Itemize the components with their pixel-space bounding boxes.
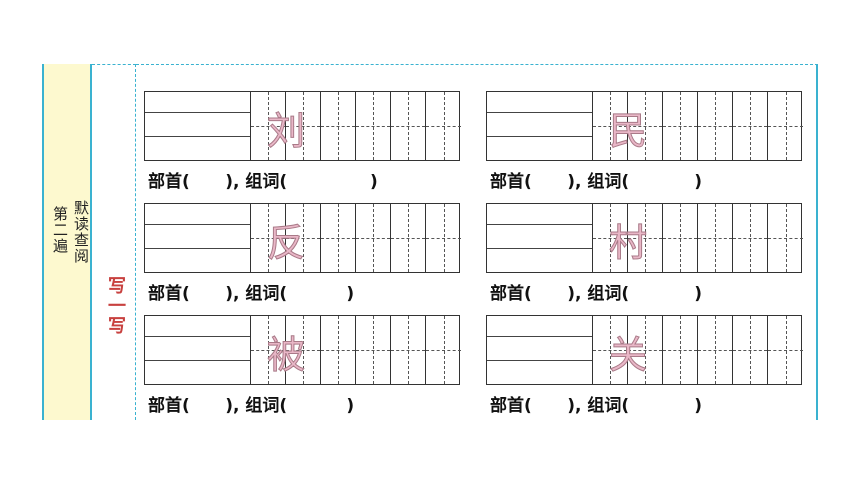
pinyin-lines[interactable] xyxy=(487,316,593,384)
caption: 部首( ), 组词( ) xyxy=(490,396,703,416)
side-label-round: 第二遍 xyxy=(51,206,69,254)
caption: 部首( ), 组词( ) xyxy=(148,396,355,416)
section-label: 写一写 xyxy=(105,276,126,336)
writing-grid[interactable]: 关 xyxy=(486,315,803,385)
caption: 部首( ), 组词( ) xyxy=(490,284,703,304)
writing-grid[interactable]: 反 xyxy=(144,203,461,273)
writing-grid[interactable]: 被 xyxy=(144,315,461,385)
section-column xyxy=(92,64,136,420)
model-character: 关 xyxy=(608,333,647,378)
caption: 部首( ), 组词( ) xyxy=(148,284,355,304)
writing-grid[interactable]: 刘 xyxy=(144,91,461,161)
caption: 部首( ), 组词( ) xyxy=(148,172,378,192)
writing-grid[interactable]: 村 xyxy=(486,203,803,273)
worksheet-frame: 默读查阅 第二遍 写一写 刘 部首( ), 组词( ) 民 xyxy=(42,64,818,420)
writing-area: 刘 部首( ), 组词( ) 民 部首( ), 组词( ) xyxy=(136,64,818,420)
pinyin-lines[interactable] xyxy=(145,204,251,272)
pinyin-lines[interactable] xyxy=(145,92,251,160)
writing-grid[interactable]: 民 xyxy=(486,91,803,161)
model-character: 刘 xyxy=(266,109,305,154)
caption: 部首( ), 组词( ) xyxy=(490,172,703,192)
model-character: 被 xyxy=(266,333,305,378)
pinyin-lines[interactable] xyxy=(145,316,251,384)
model-character: 民 xyxy=(608,109,647,154)
side-strip: 默读查阅 第二遍 xyxy=(42,64,92,420)
pinyin-lines[interactable] xyxy=(487,92,593,160)
model-character: 反 xyxy=(266,221,305,266)
model-character: 村 xyxy=(608,221,647,266)
side-label-read: 默读查阅 xyxy=(72,200,90,264)
pinyin-lines[interactable] xyxy=(487,204,593,272)
